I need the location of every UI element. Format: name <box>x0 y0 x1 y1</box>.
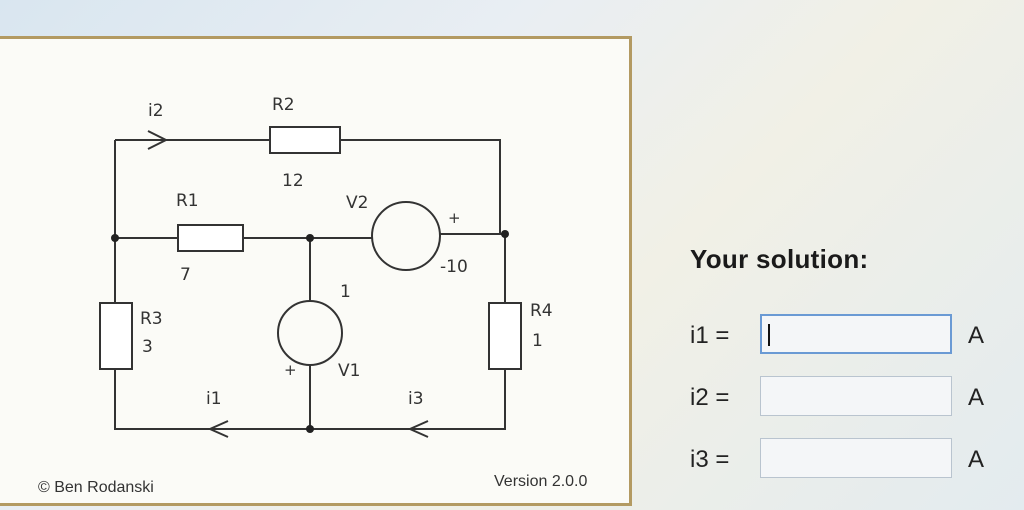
label-v2: V2 <box>346 193 369 213</box>
label-v1: V1 <box>338 361 361 381</box>
arrow-i2 <box>147 130 169 150</box>
label-i1: i1 <box>206 389 222 409</box>
resistor-r1 <box>177 224 244 252</box>
label-v2-plus: + <box>448 209 461 227</box>
node-mid <box>306 234 314 242</box>
label-r4-value: 1 <box>532 331 543 351</box>
solution-title: Your solution: <box>690 244 869 274</box>
i2-unit: A <box>968 384 985 411</box>
circuit-panel: i2 R2 12 R1 7 V2 + -10 1 + V1 R3 3 R4 1 … <box>0 36 632 506</box>
resistor-r2 <box>269 126 341 154</box>
label-r3-value: 3 <box>142 337 153 357</box>
node-right <box>501 230 509 238</box>
label-r1-value: 7 <box>180 265 191 285</box>
resistor-r4 <box>488 302 522 370</box>
label-v1-value: 1 <box>340 282 351 302</box>
i3-input[interactable] <box>760 438 952 478</box>
label-r2: R2 <box>272 95 295 115</box>
label-r4: R4 <box>530 301 553 321</box>
label-i3: i3 <box>408 389 424 409</box>
node-bottom <box>306 425 314 433</box>
source-v2 <box>371 201 441 271</box>
i3-unit: A <box>968 446 985 473</box>
i1-unit: A <box>968 322 985 349</box>
text-cursor <box>768 324 770 346</box>
i2-label: i2 = <box>690 384 730 411</box>
arrow-i1 <box>207 420 229 438</box>
resistor-r3 <box>99 302 133 370</box>
label-r3: R3 <box>140 309 163 329</box>
node-left <box>111 234 119 242</box>
label-r2-value: 12 <box>282 171 304 191</box>
copyright-text: © Ben Rodanski <box>38 479 154 496</box>
source-v1 <box>277 300 343 366</box>
version-text: Version 2.0.0 <box>494 473 588 490</box>
arrow-i3 <box>407 420 429 438</box>
label-v2-value: -10 <box>440 257 468 277</box>
i2-input[interactable] <box>760 376 952 416</box>
i1-label: i1 = <box>690 322 730 349</box>
label-r1: R1 <box>176 191 199 211</box>
wire-top <box>115 139 501 234</box>
label-v1-plus: + <box>284 361 297 379</box>
i1-input[interactable] <box>760 314 952 354</box>
label-i2: i2 <box>148 101 164 121</box>
i3-label: i3 = <box>690 446 730 473</box>
circuit-diagram <box>99 126 522 438</box>
